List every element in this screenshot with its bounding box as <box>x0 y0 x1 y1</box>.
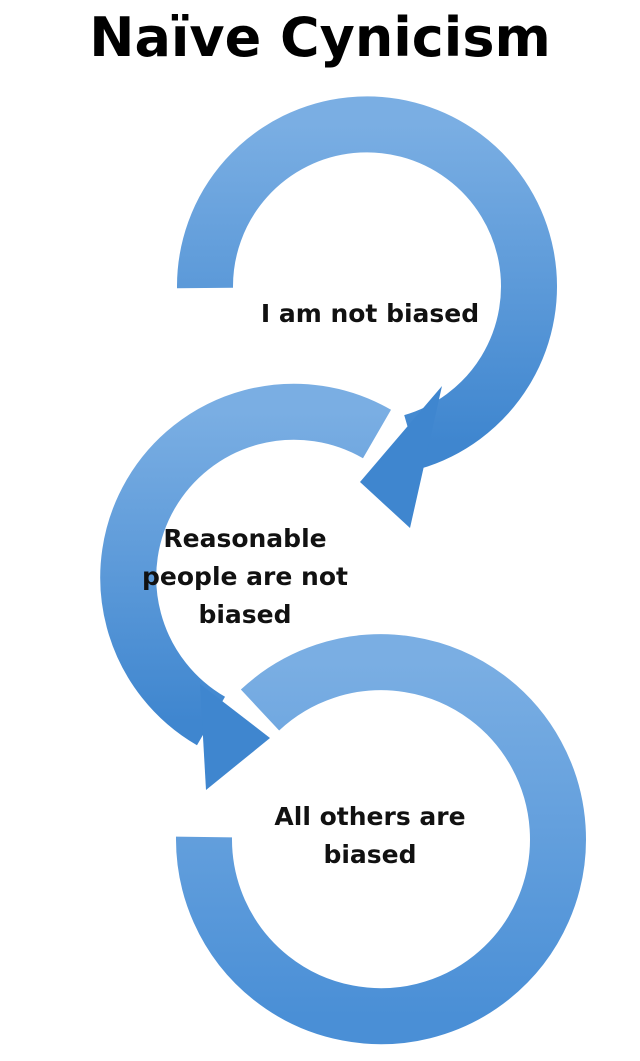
cycle-arrow-2 <box>100 383 391 790</box>
cycle-node-3-line: biased <box>323 840 417 869</box>
cycle-node-1-line: I am not biased <box>260 299 480 328</box>
cycle-node-3-line: All others are <box>274 802 466 831</box>
cycle-arrow-3 <box>175 634 586 1045</box>
cycle-node-2-line: Reasonable <box>163 524 327 553</box>
cycle-node-2-line: people are not <box>142 562 348 591</box>
cycle-arrow-1 <box>176 96 557 528</box>
diagram-title: Naïve Cynicism <box>89 6 551 69</box>
cycle-node-2: Reasonable people are not biased <box>125 520 365 634</box>
cycle-node-1: I am not biased <box>240 295 500 333</box>
cycle-node-3: All others are biased <box>245 798 495 874</box>
cycle-node-2-line: biased <box>198 600 292 629</box>
